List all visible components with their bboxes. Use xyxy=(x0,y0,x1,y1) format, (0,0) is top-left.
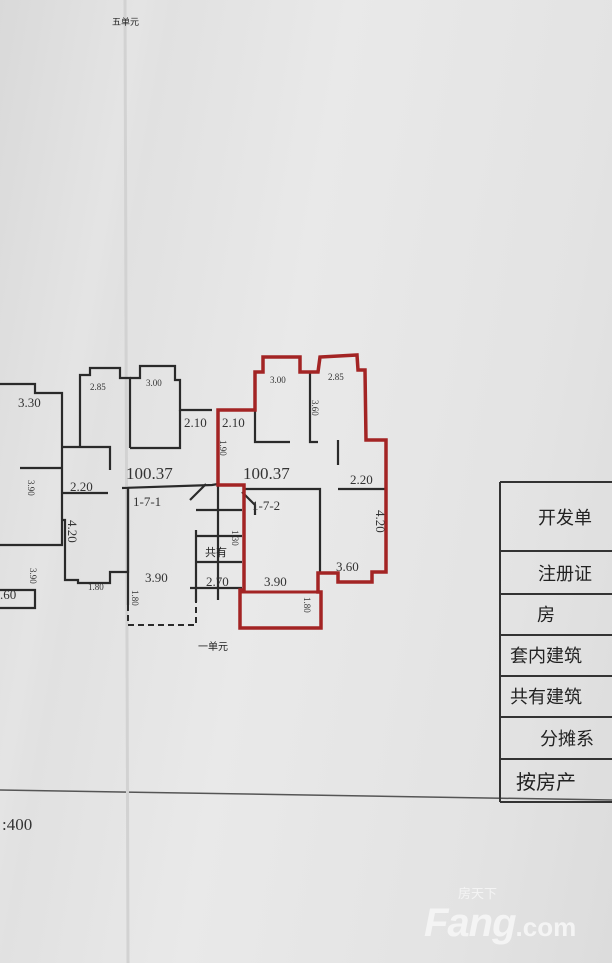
dim-label: 2.10 xyxy=(222,415,245,430)
dim-label: 1.80 xyxy=(130,590,140,606)
dim-label: 1.90 xyxy=(218,440,228,456)
dim-label: 4.20 xyxy=(373,510,388,533)
unit-area-1-7-1: 100.37 xyxy=(126,464,173,483)
info-table: 开发单 注册证 房 套内建筑 共有建筑 分摊系 按房产 xyxy=(499,481,612,803)
watermark-cn: 房天下 xyxy=(458,886,498,901)
table-row-label: 套内建筑 xyxy=(510,646,582,667)
dim-label: 3.00 xyxy=(270,375,286,385)
dim-label: 1.80 xyxy=(302,597,312,613)
dim-label: 2.20 xyxy=(70,479,93,494)
watermark-suffix: .com xyxy=(515,912,577,942)
table-row-label: 开发单 xyxy=(538,508,592,529)
fold-line xyxy=(0,789,612,801)
dim-label: 2.70 xyxy=(206,574,229,589)
dim-label: 1.80 xyxy=(88,582,104,592)
dim-label: 3.60 xyxy=(336,559,359,574)
dim-label: 3.90 xyxy=(26,480,36,496)
shared-area-label: 共有 xyxy=(205,545,227,559)
dim-label: 3.30 xyxy=(18,395,41,410)
dim-label: 2.85 xyxy=(90,382,106,392)
dim-label: .60 xyxy=(0,587,16,602)
watermark-brand: Fang xyxy=(424,901,517,945)
dim-label: 3.90 xyxy=(145,570,168,585)
dim-label: 1.30 xyxy=(230,530,240,546)
dim-label: 2.10 xyxy=(184,415,207,430)
dim-label: 4.20 xyxy=(65,520,80,543)
top-unit-label: 五单元 xyxy=(112,16,139,28)
unit-area-1-7-2: 100.37 xyxy=(243,464,290,483)
unit-block-label: 一单元 xyxy=(198,641,228,653)
table-row-label: 共有建筑 xyxy=(510,687,582,708)
crease xyxy=(123,0,130,963)
unit-1-7-2-outline xyxy=(216,353,388,630)
table-row-label: 分摊系 xyxy=(540,729,594,750)
table-row-label: 房 xyxy=(537,605,555,626)
dim-label: 3.00 xyxy=(146,378,162,388)
walls xyxy=(0,364,386,610)
dim-label: 3.60 xyxy=(310,400,320,416)
dim-label: 2.20 xyxy=(350,472,373,487)
dim-label: 2.85 xyxy=(328,372,344,382)
dim-label: 3.90 xyxy=(28,568,38,584)
balcony-dashed xyxy=(127,602,197,626)
watermark-logo: 房天下 Fang.com xyxy=(424,886,577,945)
dim-label: 3.90 xyxy=(264,574,287,589)
table-row-label: 注册证 xyxy=(538,564,592,585)
scale-label: :400 xyxy=(2,815,32,834)
table-row-label: 按房产 xyxy=(516,770,576,794)
unit-id-1-7-2: 1-7-2 xyxy=(252,498,280,513)
unit-id-1-7-1: 1-7-1 xyxy=(133,494,161,509)
